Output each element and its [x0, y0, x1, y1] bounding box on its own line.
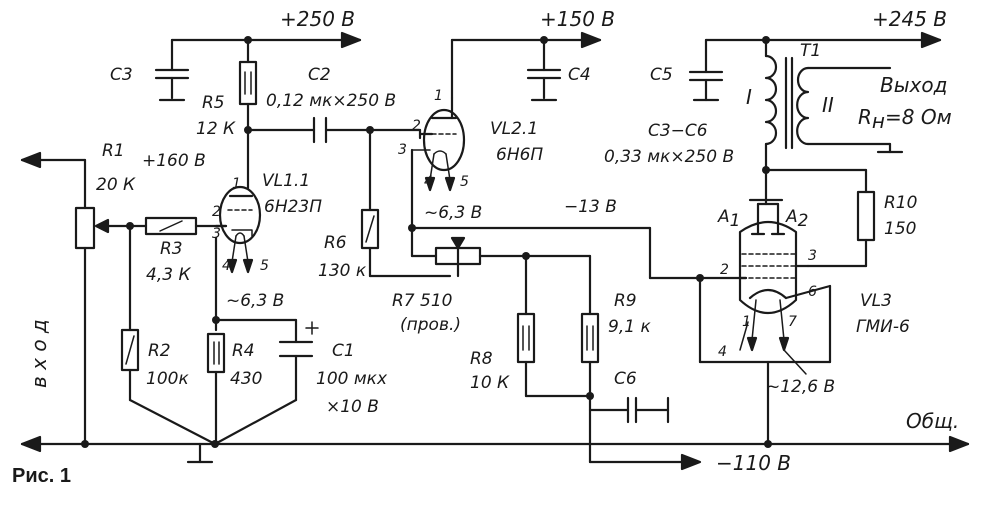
r9-name: R9: [614, 291, 637, 311]
vl1-pin-1: 1: [232, 176, 241, 192]
vl3-pin-3: 3: [808, 248, 817, 264]
r6-resistor: [360, 208, 380, 250]
vl1-pin-2: 2: [212, 204, 221, 220]
c4-capacitor: [526, 68, 562, 80]
r5-resistor: [238, 60, 258, 106]
r7-potentiometer: [434, 236, 482, 266]
vl1-tube: [214, 185, 262, 274]
output-load-label: Rн=8 Ом: [858, 105, 952, 133]
c2-capacitor: [312, 116, 328, 144]
c1-capacitor: [278, 321, 319, 358]
heater-63b-label: ~6,3 В: [424, 203, 482, 223]
r3-resistor: [144, 216, 198, 236]
r1-value: 20 К: [96, 175, 136, 195]
vl2-name: VL2.1: [490, 119, 538, 139]
c2-name: C2: [308, 65, 331, 85]
r10-value: 150: [884, 219, 916, 239]
r1-name: R1: [102, 141, 125, 161]
c1-value-2: ×10 В: [326, 397, 379, 417]
v250-label: +250 В: [280, 7, 355, 31]
wires: [20, 38, 970, 464]
c1-name: C1: [332, 341, 355, 361]
c1-value-1: 100 мкх: [316, 369, 388, 389]
vl3-anode-2: A2: [785, 207, 808, 231]
vl3-type: ГМИ-6: [856, 317, 910, 337]
vl2-pin-2: 2: [412, 118, 421, 134]
v150-label: +150 В: [540, 7, 615, 31]
t1-name: T1: [800, 41, 821, 61]
r2-value: 100к: [146, 369, 189, 389]
v245-label: +245 В: [872, 7, 947, 31]
r2-resistor: [120, 328, 140, 372]
r10-resistor: [856, 190, 876, 242]
r2-name: R2: [148, 341, 171, 361]
vl3-pin-2: 2: [720, 262, 729, 278]
r3-name: R3: [160, 239, 183, 259]
r1-potentiometer: [74, 206, 110, 250]
c3c6-name: C3−C6: [648, 121, 708, 141]
r5-name: R5: [202, 93, 225, 113]
vneg110-label: −110 В: [716, 451, 791, 475]
c6-name: C6: [614, 369, 637, 389]
r5-value: 12 К: [196, 119, 236, 139]
vl2-type: 6Н6П: [496, 145, 543, 165]
vneg13-label: −13 В: [564, 197, 617, 217]
junctions: [81, 36, 772, 448]
vl1-name: VL1.1: [262, 171, 310, 191]
r6-value: 130 к: [318, 261, 367, 281]
r6-name: R6: [324, 233, 347, 253]
c3c6-value: 0,33 мк×250 В: [604, 147, 734, 167]
figure-caption: Рис. 1: [12, 465, 71, 487]
common-label: Общ.: [906, 409, 959, 433]
r10-name: R10: [884, 193, 917, 213]
r7-value: (пров.): [400, 315, 461, 335]
vl3-pin-6: 6: [808, 284, 817, 300]
vl1-pin-4: 4: [222, 258, 231, 274]
output-label: Выход: [880, 73, 947, 97]
r9-value: 9,1 к: [608, 317, 651, 337]
labels: +250 В +150 В +245 В +160 В −13 В −110 В…: [12, 7, 959, 487]
c5-capacitor: [688, 70, 724, 82]
v160-label: +160 В: [142, 151, 206, 171]
r8-value: 10 К: [470, 373, 510, 393]
heater-126-label: ~12,6 В: [766, 377, 835, 397]
r3-value: 4,3 К: [146, 265, 191, 285]
t1-winding-2: II: [822, 93, 834, 117]
vl1-pin-5: 5: [260, 258, 269, 274]
input-label: в х о д: [27, 319, 51, 388]
vl3-pin-4: 4: [718, 344, 727, 360]
vl2-tube: [411, 96, 466, 192]
vl2-pin-4: 4: [424, 174, 433, 190]
vl3-name: VL3: [860, 291, 892, 311]
arrowheads: [20, 31, 970, 471]
vl3-pin-7: 7: [788, 314, 797, 330]
c4-name: C4: [568, 65, 591, 85]
heater-63a-label: ~6,3 В: [226, 291, 284, 311]
r4-name: R4: [232, 341, 255, 361]
vl3-pin-1: 1: [742, 314, 751, 330]
c5-name: C5: [650, 65, 673, 85]
vl1-type: 6Н23П: [264, 197, 322, 217]
r4-value: 430: [230, 369, 262, 389]
c3-capacitor: [154, 68, 190, 80]
vl1-pin-3: 3: [212, 226, 221, 242]
vl2-pin-5: 5: [460, 174, 469, 190]
t1-winding-1: I: [746, 85, 752, 109]
r8-name: R8: [470, 349, 493, 369]
t1-transformer: [764, 54, 810, 150]
vl2-pin-1: 1: [434, 88, 443, 104]
r4-resistor: [206, 332, 226, 374]
r9-resistor: [580, 312, 600, 364]
c2-value: 0,12 мк×250 В: [266, 91, 396, 111]
r7-name: R7 510: [392, 291, 452, 311]
r8-resistor: [516, 312, 536, 364]
vl3-anode-1: A1: [717, 207, 740, 231]
vl2-pin-3: 3: [398, 142, 407, 158]
c3-name: C3: [110, 65, 133, 85]
vl3-tube: [738, 198, 832, 375]
c6-capacitor: [626, 396, 638, 424]
